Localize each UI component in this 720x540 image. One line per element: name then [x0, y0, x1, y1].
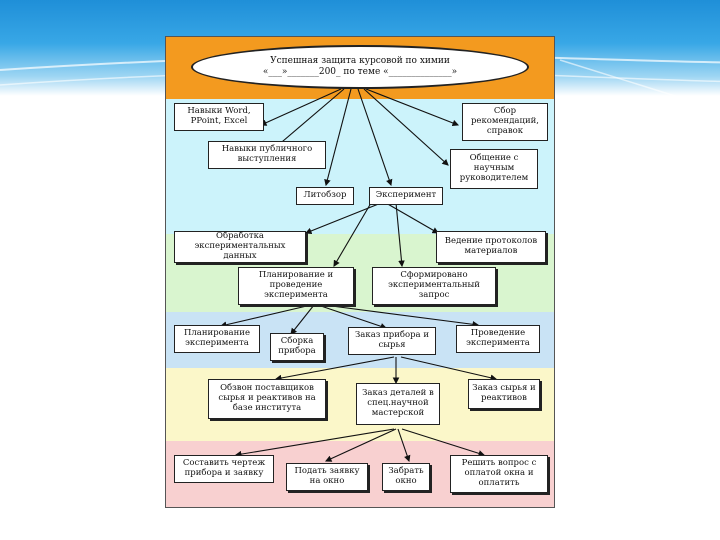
- node-collect-references: Сбор рекомендаций, справок: [462, 103, 548, 141]
- node-order-reagents: Заказ сырья и реактивов: [468, 379, 540, 409]
- node-draw-device-drawing: Составить чертеж прибора и заявку: [174, 455, 274, 483]
- node-pick-up-window: Забрать окно: [382, 463, 430, 491]
- task-tree-diagram: Успешная защита курсовой по химии «___»_…: [165, 36, 555, 508]
- node-conduct-experiment: Проведение эксперимента: [456, 325, 540, 353]
- root-title-line2: «___»_______200_ по теме «______________…: [262, 67, 458, 77]
- node-public-speaking: Навыки публичного выступления: [208, 141, 326, 169]
- node-device-assembly: Сборка прибора: [270, 333, 324, 361]
- node-supervisor-communication: Общение с научным руководителем: [450, 149, 538, 189]
- root-title-line1: Успешная защита курсовой по химии: [270, 55, 450, 66]
- node-order-device-materials: Заказ прибора и сырья: [348, 327, 436, 355]
- node-submit-window-request: Подать заявку на окно: [286, 463, 368, 491]
- node-data-processing: Обработка экспериментальных данных: [174, 231, 306, 263]
- node-office-skills: Навыки Word, PPoint, Excel: [174, 103, 264, 131]
- node-order-parts-workshop: Заказ деталей в спец.научной мастерской: [356, 383, 440, 425]
- node-experimental-request: Сформировано экспериментальный запрос: [372, 267, 496, 305]
- connector-lines: [219, 88, 498, 463]
- node-resolve-payment: Решить вопрос с оплатой окна и оплатить: [450, 455, 548, 493]
- node-experiment: Эксперимент: [369, 187, 443, 205]
- node-literature-review: Литобзор: [296, 187, 354, 205]
- root-goal-ellipse: Успешная защита курсовой по химии «___»_…: [191, 45, 529, 89]
- node-protocol-keeping: Ведение протоколов материалов: [436, 231, 546, 263]
- node-call-suppliers: Обзвон поставщиков сырья и реактивов на …: [208, 379, 326, 419]
- node-plan-and-conduct: Планирование и проведение эксперимента: [238, 267, 354, 305]
- node-experiment-planning: Планирование эксперимента: [174, 325, 260, 353]
